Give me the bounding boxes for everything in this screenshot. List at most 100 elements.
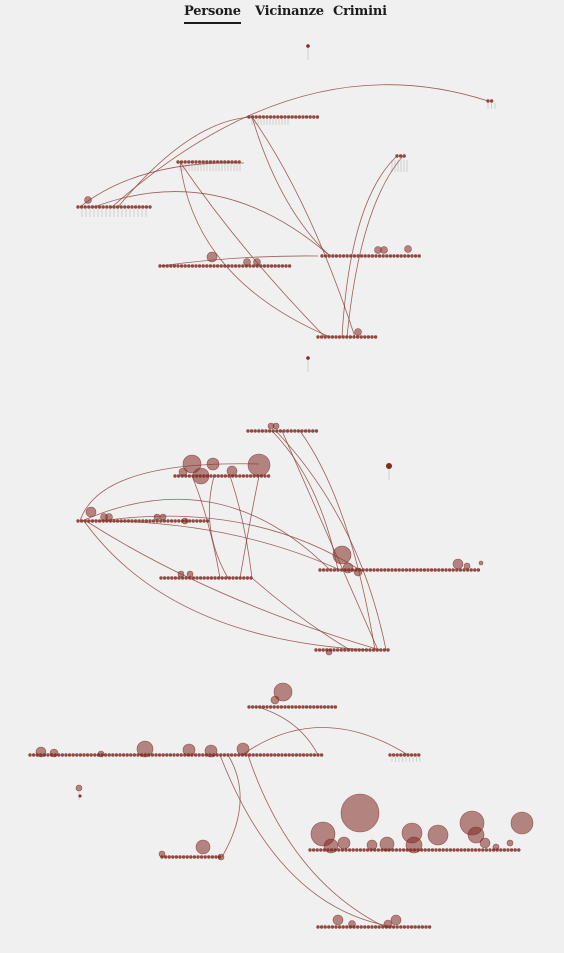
person-node[interactable] xyxy=(296,429,301,433)
person-node[interactable] xyxy=(444,568,448,572)
person-node[interactable] xyxy=(265,753,270,757)
person-node[interactable] xyxy=(170,576,174,580)
person-node[interactable] xyxy=(379,648,383,652)
person-node[interactable] xyxy=(476,568,481,572)
person-node[interactable] xyxy=(484,848,489,852)
person-node[interactable] xyxy=(215,264,220,268)
person-node[interactable] xyxy=(179,264,184,268)
person-node[interactable] xyxy=(233,264,238,268)
person-node[interactable] xyxy=(517,848,521,852)
person-node[interactable] xyxy=(319,335,324,339)
person-node[interactable] xyxy=(301,753,306,757)
person-node[interactable] xyxy=(172,753,176,757)
person-node[interactable] xyxy=(241,474,246,478)
person-node[interactable] xyxy=(321,568,326,572)
person-node[interactable] xyxy=(332,568,337,572)
person-node[interactable] xyxy=(323,925,327,929)
person-node[interactable] xyxy=(277,264,281,268)
person-node[interactable] xyxy=(195,576,199,580)
person-node[interactable] xyxy=(359,925,363,929)
person-node[interactable] xyxy=(205,264,209,268)
person-node[interactable] xyxy=(233,753,237,757)
person-node[interactable] xyxy=(359,254,364,258)
person-node[interactable] xyxy=(398,848,402,852)
person-node[interactable] xyxy=(230,264,234,268)
person-node[interactable] xyxy=(148,519,152,523)
person-node[interactable] xyxy=(417,925,421,929)
person-node[interactable] xyxy=(89,753,93,757)
person-node[interactable] xyxy=(330,335,335,339)
person-node[interactable] xyxy=(172,264,177,268)
person-node[interactable] xyxy=(226,264,231,268)
person-node[interactable] xyxy=(409,925,414,929)
person-node[interactable] xyxy=(276,705,280,709)
person-node[interactable] xyxy=(341,254,346,258)
person-node[interactable] xyxy=(177,576,181,580)
person-node[interactable] xyxy=(327,925,331,929)
person-node[interactable] xyxy=(440,568,445,572)
person-node[interactable] xyxy=(319,925,324,929)
person-node[interactable] xyxy=(311,848,316,852)
person-node[interactable] xyxy=(305,753,309,757)
person-node[interactable] xyxy=(301,115,305,119)
person-node[interactable] xyxy=(76,205,80,209)
person-node[interactable] xyxy=(315,848,319,852)
person-node[interactable] xyxy=(445,848,449,852)
person-node[interactable] xyxy=(108,205,113,209)
person-node[interactable] xyxy=(266,474,271,478)
person-node[interactable] xyxy=(202,519,206,523)
person-node[interactable] xyxy=(173,576,178,580)
person-node[interactable] xyxy=(401,568,405,572)
person-node[interactable] xyxy=(402,753,407,757)
person-node[interactable] xyxy=(173,519,177,523)
person-node[interactable] xyxy=(385,254,389,258)
person-node[interactable] xyxy=(245,474,249,478)
person-node[interactable] xyxy=(97,205,102,209)
person-node[interactable] xyxy=(417,254,421,258)
person-node[interactable] xyxy=(367,254,371,258)
person-node[interactable] xyxy=(358,848,363,852)
person-node[interactable] xyxy=(329,568,333,572)
person-node[interactable] xyxy=(178,855,182,859)
person-node[interactable] xyxy=(352,335,356,339)
person-node[interactable] xyxy=(286,705,291,709)
person-node[interactable] xyxy=(319,848,323,852)
person-node[interactable] xyxy=(413,925,417,929)
person-node[interactable] xyxy=(141,205,145,209)
person-node[interactable] xyxy=(261,705,266,709)
person-node[interactable] xyxy=(257,429,261,433)
person-node[interactable] xyxy=(103,753,108,757)
person-node[interactable] xyxy=(268,705,273,709)
person-node[interactable] xyxy=(335,648,340,652)
person-node[interactable] xyxy=(259,264,263,268)
person-node[interactable] xyxy=(210,855,215,859)
person-node[interactable] xyxy=(330,925,335,929)
person-node[interactable] xyxy=(388,753,392,757)
person-node[interactable] xyxy=(249,429,254,433)
person-node[interactable] xyxy=(287,753,291,757)
person-node[interactable] xyxy=(402,154,406,158)
person-node[interactable] xyxy=(105,205,109,209)
person-node[interactable] xyxy=(355,335,360,339)
person-node[interactable] xyxy=(214,855,218,859)
person-node[interactable] xyxy=(245,576,250,580)
person-node[interactable] xyxy=(198,519,203,523)
person-node[interactable] xyxy=(258,753,263,757)
person-node[interactable] xyxy=(205,160,209,164)
person-node[interactable] xyxy=(202,576,206,580)
person-node[interactable] xyxy=(284,264,288,268)
person-node[interactable] xyxy=(362,848,366,852)
person-node[interactable] xyxy=(157,753,162,757)
person-node[interactable] xyxy=(394,848,399,852)
person-node[interactable] xyxy=(251,753,255,757)
person-node[interactable] xyxy=(316,925,320,929)
person-node[interactable] xyxy=(125,753,129,757)
person-node[interactable] xyxy=(203,855,207,859)
person-node[interactable] xyxy=(463,848,467,852)
person-node[interactable] xyxy=(373,925,378,929)
person-node[interactable] xyxy=(75,753,79,757)
person-node[interactable] xyxy=(383,568,387,572)
person-node[interactable] xyxy=(437,848,442,852)
person-node[interactable] xyxy=(78,753,83,757)
person-node[interactable] xyxy=(176,160,180,164)
